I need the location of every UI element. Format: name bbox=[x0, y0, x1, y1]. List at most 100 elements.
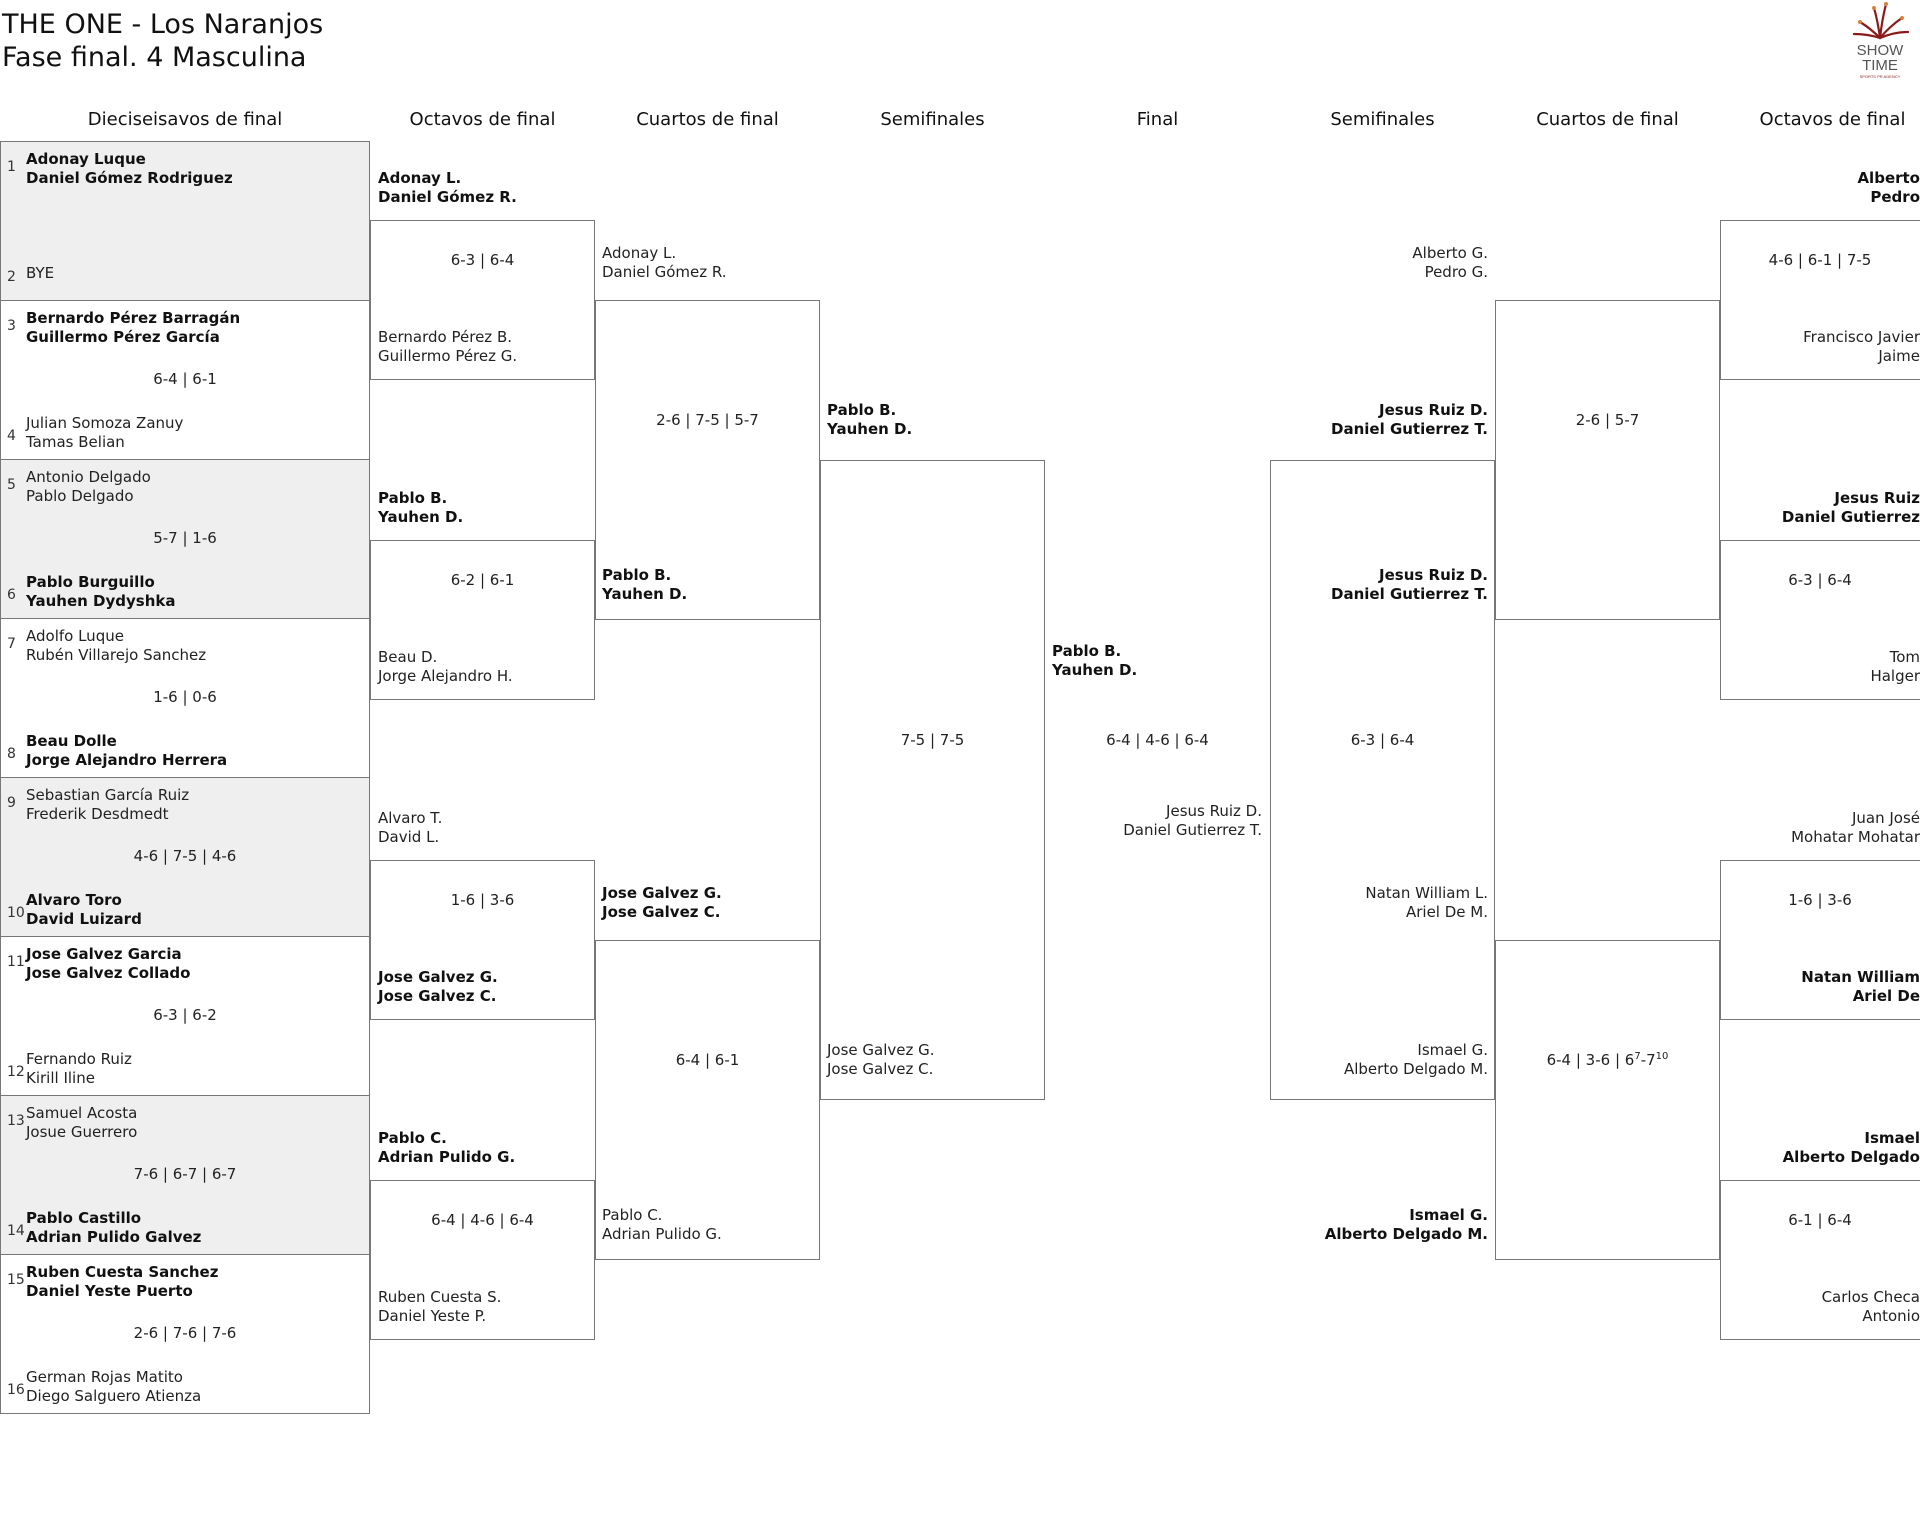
r16-right-match-box[interactable] bbox=[1720, 220, 1920, 380]
r32-match[interactable] bbox=[0, 459, 370, 619]
player-name: Jose Galvez Collado bbox=[26, 964, 191, 982]
match-score: 6-4 | 4-6 | 6-4 bbox=[431, 1211, 534, 1229]
player-name: Daniel Gómez R. bbox=[602, 263, 727, 281]
player-name: Ruben Cuesta S. bbox=[378, 1288, 502, 1306]
sf-left-match-box[interactable] bbox=[820, 460, 1045, 1100]
player-name: German Rojas Matito bbox=[26, 1368, 183, 1386]
player-name: Jorge Alejandro H. bbox=[378, 667, 513, 685]
qf-right-match-box[interactable] bbox=[1495, 300, 1720, 620]
player-name: Beau Dolle bbox=[26, 732, 117, 750]
qf-right-match-box[interactable] bbox=[1495, 940, 1720, 1260]
player-name: Adrian Pulido G. bbox=[378, 1148, 516, 1166]
r16-left-match-box[interactable] bbox=[370, 540, 595, 700]
player-name: Jose Galvez Garcia bbox=[26, 945, 182, 963]
match-score: 7-6 | 6-7 | 6-7 bbox=[133, 1165, 237, 1183]
player-name: Daniel Gutierrez T. bbox=[1123, 821, 1262, 839]
seed-number: 11 bbox=[7, 954, 25, 970]
player-name: Ariel De bbox=[1852, 987, 1920, 1005]
qf-left-match-box[interactable] bbox=[595, 940, 820, 1260]
player-name: Kirill Iline bbox=[26, 1069, 95, 1087]
seed-number: 13 bbox=[7, 1113, 25, 1129]
logo-tagline: SPORTS PR AGENCY bbox=[1860, 74, 1901, 79]
match-score: 6-1 | 6-4 bbox=[1788, 1211, 1852, 1229]
seed-number: 12 bbox=[7, 1064, 25, 1080]
tiebreak-score: 10 bbox=[1655, 1051, 1669, 1062]
player-name: Yauhen Dydyshka bbox=[26, 592, 176, 610]
match-score: 6-4 | 3-6 | 67-710 bbox=[1495, 1050, 1720, 1070]
player-name: Josue Guerrero bbox=[26, 1123, 138, 1141]
player-name: Yauhen D. bbox=[1052, 661, 1138, 679]
round-header-final: Final bbox=[1136, 109, 1179, 130]
seed-number: 1 bbox=[7, 159, 16, 175]
score-part: -7 bbox=[1640, 1051, 1656, 1069]
player-name: Jesus Ruiz D. bbox=[1379, 566, 1488, 584]
r32-match[interactable] bbox=[0, 777, 370, 937]
player-name: Jesus Ruiz bbox=[1834, 489, 1920, 507]
player-name: Tom bbox=[1889, 648, 1920, 666]
player-name: Pablo C. bbox=[378, 1129, 447, 1147]
round-header-sf: Semifinales bbox=[880, 109, 985, 130]
player-name: Pablo B. bbox=[378, 489, 448, 507]
r16-left-match-box[interactable] bbox=[370, 1180, 595, 1340]
match-score: 6-4 | 6-1 bbox=[153, 370, 217, 388]
player-name: Ismael G. bbox=[1417, 1041, 1488, 1059]
score-part: 6-4 | 3-6 | 6 bbox=[1546, 1051, 1635, 1069]
player-name: Jose Galvez C. bbox=[378, 987, 497, 1005]
match-score: 6-4 | 6-1 bbox=[675, 1051, 740, 1069]
player-name: Pablo B. bbox=[1052, 642, 1122, 660]
match-score: 6-2 | 6-1 bbox=[450, 571, 515, 589]
match-score: 2-6 | 7-6 | 7-6 bbox=[133, 1324, 237, 1342]
sf-right-match-box[interactable] bbox=[1270, 460, 1495, 1100]
player-name: Francisco Javier bbox=[1803, 328, 1920, 346]
player-name: Ruben Cuesta Sanchez bbox=[26, 1263, 219, 1281]
player-name: Julian Somoza Zanuy bbox=[26, 414, 184, 432]
r16-left-match-box[interactable] bbox=[370, 220, 595, 380]
player-name: Jesus Ruiz D. bbox=[1166, 802, 1262, 820]
seed-number: 8 bbox=[7, 746, 16, 762]
r32-match[interactable] bbox=[0, 1254, 370, 1414]
seed-number: 16 bbox=[7, 1382, 25, 1398]
seed-number: 6 bbox=[7, 587, 16, 603]
seed-number: 15 bbox=[7, 1272, 25, 1288]
player-name: Yauhen D. bbox=[378, 508, 464, 526]
player-name: Guillermo Pérez G. bbox=[378, 347, 518, 365]
match-score: 5-7 | 1-6 bbox=[153, 529, 217, 547]
match-score: 6-3 | 6-4 bbox=[450, 251, 515, 269]
player-name: Yauhen D. bbox=[827, 420, 913, 438]
player-name: Juan José bbox=[1851, 809, 1920, 827]
r32-match[interactable] bbox=[0, 1095, 370, 1255]
seed-number: 2 bbox=[7, 269, 16, 285]
qf-left-match-box[interactable] bbox=[595, 300, 820, 620]
round-header-sf-right: Semifinales bbox=[1330, 109, 1435, 130]
round-header-qf-right: Cuartos de final bbox=[1536, 109, 1679, 130]
final-score: 6-4 | 4-6 | 6-4 bbox=[1106, 731, 1209, 749]
match-score: 4-6 | 6-1 | 7-5 bbox=[1768, 251, 1872, 269]
player-name: Diego Salguero Atienza bbox=[26, 1387, 202, 1405]
category-subtitle: Fase final. 4 Masculina bbox=[2, 42, 307, 73]
player-name: Beau D. bbox=[378, 648, 438, 666]
player-name: Pedro G. bbox=[1424, 263, 1488, 281]
r16-right-match-box[interactable] bbox=[1720, 860, 1920, 1020]
player-name: Jose Galvez G. bbox=[602, 884, 722, 902]
round-header-r32: Dieciseisavos de final bbox=[87, 109, 283, 130]
r32-match[interactable] bbox=[0, 141, 370, 301]
r16-right-match-box[interactable] bbox=[1720, 540, 1920, 700]
player-name: Tamas Belian bbox=[26, 433, 125, 451]
player-name: Adonay L. bbox=[602, 244, 677, 262]
player-name: Adolfo Luque bbox=[26, 627, 124, 645]
player-name: Adonay L. bbox=[378, 169, 462, 187]
player-name: Bernardo Pérez Barragán bbox=[26, 309, 241, 327]
r16-left-match-box[interactable] bbox=[370, 860, 595, 1020]
player-name: BYE bbox=[26, 264, 55, 282]
player-name: Jose Galvez C. bbox=[602, 903, 721, 921]
match-score: 1-6 | 3-6 bbox=[450, 891, 515, 909]
r16-right-match-box[interactable] bbox=[1720, 1180, 1920, 1340]
player-name: Pablo Burguillo bbox=[26, 573, 155, 591]
match-score: 7-5 | 7-5 bbox=[900, 731, 965, 749]
player-name: David L. bbox=[378, 828, 440, 846]
logo-text-show: SHOW bbox=[1857, 42, 1905, 59]
player-name: Daniel Yeste Puerto bbox=[26, 1282, 193, 1300]
fireworks-icon: SHOW TIME SPORTS PR AGENCY bbox=[1852, 2, 1910, 79]
player-name: Pablo B. bbox=[827, 401, 897, 419]
tournament-title: THE ONE - Los Naranjos bbox=[2, 9, 324, 40]
